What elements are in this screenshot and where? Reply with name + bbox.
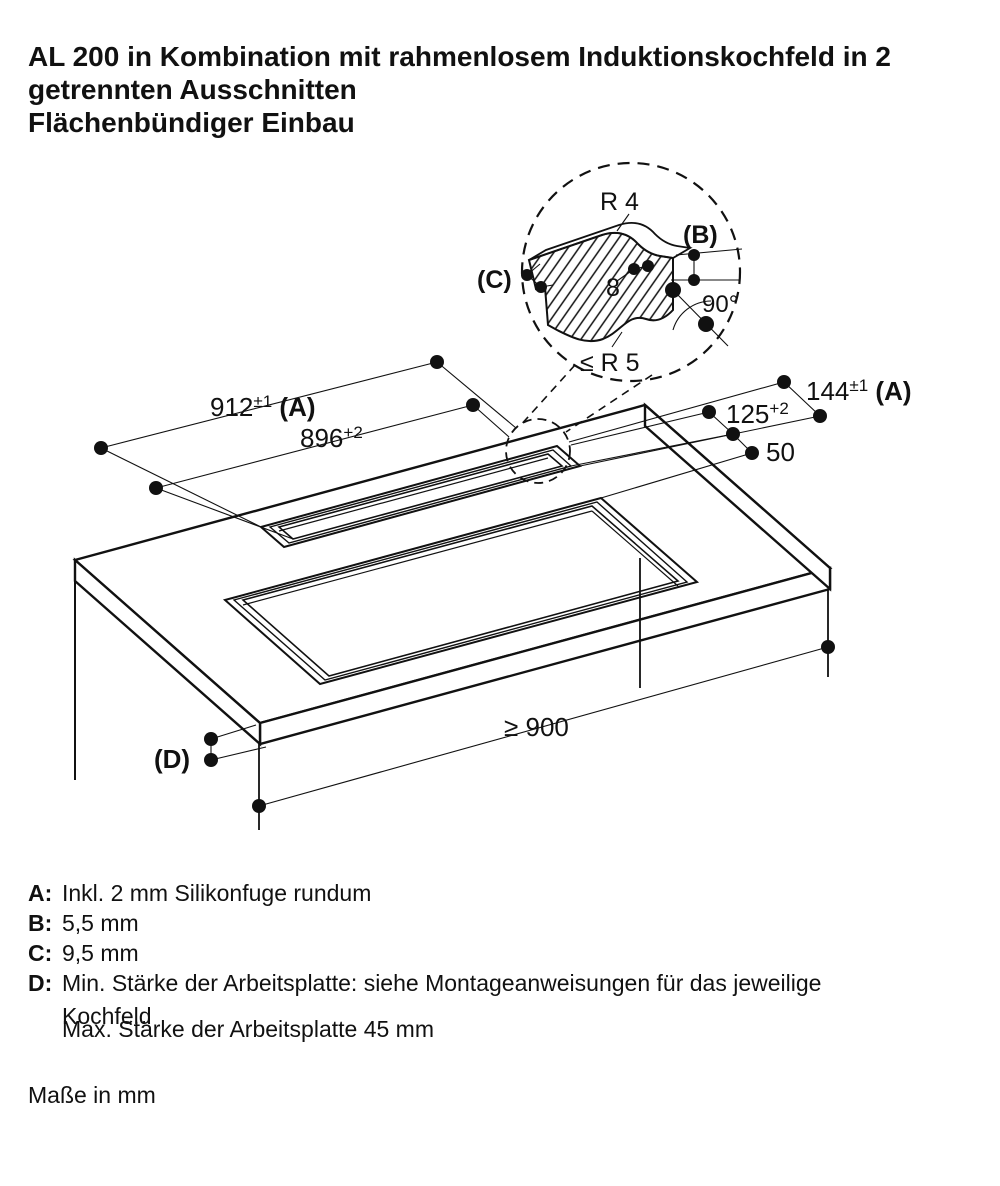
legend-text-a: Inkl. 2 mm Silikonfuge rundum [62,880,372,906]
cooktop-cutout-inner-wall-right [591,510,679,587]
dimension-896-label: 896+2 [300,423,363,453]
cooktop-cutout-step-rim [232,501,689,681]
vent-slot-inner-hole [277,453,564,540]
dimension-d-label: (D) [154,744,190,774]
title-line-2: getrennten Ausschnitten [28,74,357,105]
dimension-896: 896+2 [149,398,510,540]
angle-annotation: 90° [665,282,738,347]
units-note: Maße in mm [28,1082,156,1108]
legend-key-c: C: [28,940,53,966]
dimension-d: (D) [154,724,267,774]
r5-label: ≤ R 5 [580,349,640,377]
reference-verticals [258,558,829,830]
b-annotation: (B) [671,221,743,286]
detail-bubble: R 4 ≤ R 5 (B) [477,161,743,484]
step-8-label: 8 [606,274,620,302]
cooktop-cutout-inner-hole [241,505,680,677]
c-label: (C) [477,266,512,294]
legend-text-d: Min. Stärke der Arbeitsplatte: siehe Mon… [62,970,822,996]
section-cut-face [527,231,674,343]
cooktop-cutout-outer-rim [222,496,700,686]
legend-text-b: 5,5 mm [62,910,139,936]
worktop-right-end-face [643,402,832,592]
detail-connector-right [565,374,653,433]
legend-row-b: B: 5,5 mm [28,910,139,937]
detail-source-circle [505,418,571,484]
dimension-50: 50 [600,433,795,499]
legend-key-b: B: [28,910,53,936]
detail-connector-left [518,364,576,428]
cooktop-cutout-inner-wall-rear [242,510,593,606]
angle-label: 90° [702,291,738,318]
r4-leader [616,213,630,232]
r4-label: R 4 [600,188,639,216]
step-8-annotation: 8 [606,260,654,302]
title-line-1: AL 200 in Kombination mit rahmenlosem In… [28,41,891,72]
dimension-125: 125+2 [570,399,789,467]
worktop-left-end-face [73,557,262,747]
dimension-900-label: ≥ 900 [504,712,569,742]
r5-leader [611,331,623,348]
dimension-912-label: 912±1 (A) [210,392,316,422]
worktop-body [72,402,833,780]
cooktop-cutout [222,496,700,686]
legend-key-d: D: [28,970,53,996]
c-annotation: (C) [477,263,554,294]
edge-cross-section: R 4 ≤ R 5 (B) [477,188,743,377]
legend-d-continuation: Kochfeld [62,1003,152,1029]
dimension-50-label: 50 [766,437,795,467]
legend-row-d: D: Min. Stärke der Arbeitsplatte: siehe M… [28,970,821,997]
b-label: (B) [683,221,718,249]
legend-text-c: 9,5 mm [62,940,139,966]
legend-d-max-thickness: Max. Stärke der Arbeitsplatte 45 mm [62,1016,434,1042]
dimension-912: 912±1 (A) [94,355,517,528]
dimension-900: ≥ 900 [252,640,835,813]
dimension-144-label: 144±1 (A) [806,376,912,406]
legend-key-a: A: [28,880,53,906]
vent-slot-inner-wall [278,457,549,532]
dimension-125-label: 125+2 [726,399,789,429]
title-line-3: Flächenbündiger Einbau [28,107,355,138]
legend-row-a: A: Inkl. 2 mm Silikonfuge rundum [28,880,371,907]
page-title: AL 200 in Kombination mit rahmenlosem In… [28,40,978,139]
dimensions: 912±1 (A) 896+2 144±1 (A) [94,355,912,813]
legend-row-c: C: 9,5 mm [28,940,139,967]
